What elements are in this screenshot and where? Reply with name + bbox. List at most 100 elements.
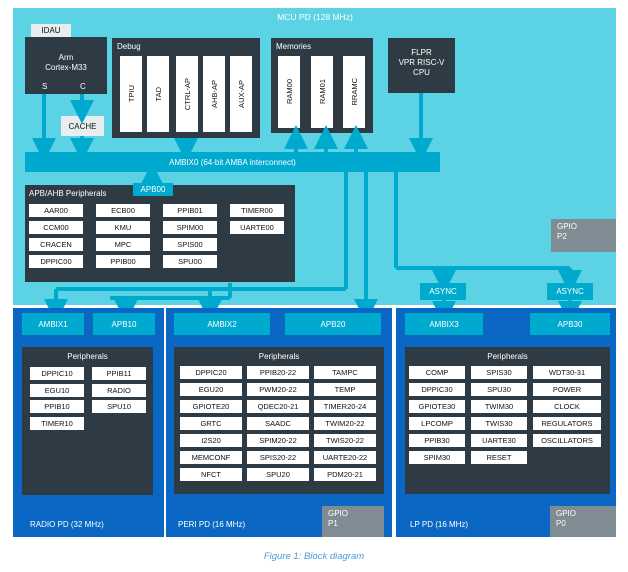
radio-peripherals-title: Peripherals	[67, 352, 108, 361]
peripheral-chip-nfct: NFCT	[180, 468, 242, 481]
peripheral-chip-spim30: SPIM30	[409, 451, 465, 464]
peripheral-chip-power: POWER	[533, 383, 601, 396]
ambix1-bus: AMBIX1	[22, 313, 84, 335]
figure-caption: Figure 1: Block diagram	[263, 551, 365, 562]
debug-item-ctrl-ap: CTRL-AP	[176, 56, 198, 132]
async-bridge-right: ASYNC	[547, 283, 593, 300]
peripheral-chip-dppic20: DPPIC20	[180, 366, 242, 379]
cpu-port-s: S	[42, 82, 48, 91]
peripheral-chip-aar00: AAR00	[29, 204, 83, 217]
peripheral-chip-dppic00: DPPIC00	[29, 255, 83, 268]
peripheral-chip-kmu: KMU	[96, 221, 150, 234]
peripheral-chip-reset: RESET	[471, 451, 527, 464]
debug-item-aux-ap: AUX-AP	[230, 56, 252, 132]
flpr-cpu-block	[388, 38, 455, 93]
peripheral-chip-tampc: TAMPC	[314, 366, 376, 379]
peripheral-chip-pwm20-22: PWM20-22	[247, 383, 309, 396]
flpr-line3: CPU	[413, 68, 430, 77]
peripheral-chip-pdm20-21: PDM20-21	[314, 468, 376, 481]
memories-title: Memories	[276, 42, 312, 51]
lp-pd-title: LP PD (16 MHz)	[410, 520, 469, 529]
peripheral-chip-egu20: EGU20	[180, 383, 242, 396]
peripheral-chip-i2s20: I2S20	[180, 434, 242, 447]
peripheral-chip-spu00: SPU00	[163, 255, 217, 268]
ambix2-bus: AMBIX2	[174, 313, 270, 335]
apb30-bus: APB30	[530, 313, 610, 335]
peripheral-chip-uarte30: UARTE30	[471, 434, 527, 447]
debug-item-ahb-ap: AHB-AP	[203, 56, 225, 132]
peripheral-chip-timer10: TIMER10	[30, 416, 84, 430]
peripheral-chip-saadc: SAADC	[247, 417, 309, 430]
memory-item-rramc: RRAMC	[343, 56, 365, 128]
mcu-pd-title: MCU PD (128 MHz)	[277, 12, 353, 22]
apb10-bus: APB10	[93, 313, 155, 335]
peripheral-chip-clock: CLOCK	[533, 400, 601, 413]
peripheral-chip-spu10: SPU10	[92, 400, 146, 413]
peri-pd-title: PERI PD (16 MHz)	[178, 520, 246, 529]
peripheral-chip-comp: COMP	[409, 366, 465, 379]
peripheral-chip-spu20: SPU20	[247, 468, 309, 481]
peripheral-chip-ppib30: PPIB30	[409, 434, 465, 447]
peripheral-chip-egu10: EGU10	[30, 383, 84, 397]
peripheral-chip-uarte20-22: UARTE20-22	[314, 451, 376, 464]
ambix3-bus: AMBIX3	[405, 313, 483, 335]
peripheral-chip-twim30: TWIM30	[471, 400, 527, 413]
debug-item-tpiu: TPIU	[120, 56, 142, 132]
async-bridge-left: ASYNC	[420, 283, 466, 300]
debug-item-tad: TAD	[147, 56, 169, 132]
peripheral-chip-memconf: MEMCONF	[180, 451, 242, 464]
apb20-bus: APB20	[285, 313, 381, 335]
radio-pd-title: RADIO PD (32 MHz)	[30, 520, 104, 529]
peripheral-chip-radio: RADIO	[92, 383, 146, 397]
peripheral-chip-temp: TEMP	[314, 383, 376, 396]
apb-ahb-title: APB/AHB Peripherals	[29, 189, 107, 198]
peripheral-chip-spim00: SPIM00	[163, 221, 217, 234]
peripheral-chip-ecb00: ECB00	[96, 204, 150, 217]
memory-item-ram01: RAM01	[311, 56, 333, 128]
apb00-bus: APB00	[133, 183, 173, 196]
peripheral-chip-gpiote20: GPIOTE20	[180, 400, 242, 413]
peripheral-chip-regulators: REGULATORS	[533, 417, 601, 430]
peripheral-chip-ppib20-22: PPIB20-22	[247, 366, 309, 379]
peripheral-chip-oscillators: OSCILLATORS	[533, 434, 601, 447]
peripheral-chip-timer20-24: TIMER20-24	[314, 400, 376, 413]
peripheral-chip-gpiote30: GPIOTE30	[409, 400, 465, 413]
peripheral-chip-twis30: TWIS30	[471, 417, 527, 430]
peripheral-chip-wdt30-31: WDT30-31	[533, 366, 601, 379]
peripheral-chip-spis30: SPIS30	[471, 366, 527, 379]
peripheral-chip-uarte00: UARTE00	[230, 221, 284, 234]
lp-peripherals-title: Peripherals	[487, 352, 528, 361]
idau-label: IDAU	[31, 24, 71, 37]
peripheral-chip-spis00: SPIS00	[163, 238, 217, 251]
debug-title: Debug	[117, 42, 141, 51]
flpr-line1: FLPR	[411, 48, 432, 57]
peripheral-chip-timer00: TIMER00	[230, 204, 284, 217]
peri-peripherals-title: Peripherals	[258, 352, 300, 361]
peripheral-chip-qdec20-21: QDEC20-21	[247, 400, 309, 413]
peripheral-chip-spu30: SPU30	[471, 383, 527, 396]
peripheral-chip-dppic10: DPPIC10	[30, 367, 84, 380]
peripheral-chip-twim20-22: TWIM20-22	[314, 417, 376, 430]
peripheral-chip-twis20-22: TWIS20-22	[314, 434, 376, 447]
peripheral-chip-ppib01: PPIB01	[163, 204, 217, 217]
peripheral-chip-ccm00: CCM00	[29, 221, 83, 234]
ambix0-bus: AMBIX0 (64-bit AMBA interconnect)	[25, 152, 440, 172]
peripheral-chip-ppib00: PPIB00	[96, 255, 150, 268]
memory-item-ram00: RAM00	[278, 56, 300, 128]
arm-cortex-m33-cpu	[25, 37, 107, 94]
peripheral-chip-grtc: GRTC	[180, 417, 242, 430]
peripheral-chip-mpc: MPC	[96, 238, 150, 251]
peripheral-chip-ppib10: PPIB10	[30, 400, 84, 413]
cpu-line1: Arm	[58, 53, 74, 62]
peripheral-chip-spis20-22: SPIS20-22	[247, 451, 309, 464]
peripheral-chip-lpcomp: LPCOMP	[409, 417, 465, 430]
peripheral-chip-ppib11: PPIB11	[92, 367, 146, 380]
peripheral-chip-spim20-22: SPIM20-22	[247, 434, 309, 447]
flpr-line2: VPR RISC-V	[398, 58, 445, 67]
cpu-port-c: C	[80, 82, 86, 91]
cpu-line2: Cortex-M33	[45, 63, 87, 72]
peripheral-chip-dppic30: DPPIC30	[409, 383, 465, 396]
